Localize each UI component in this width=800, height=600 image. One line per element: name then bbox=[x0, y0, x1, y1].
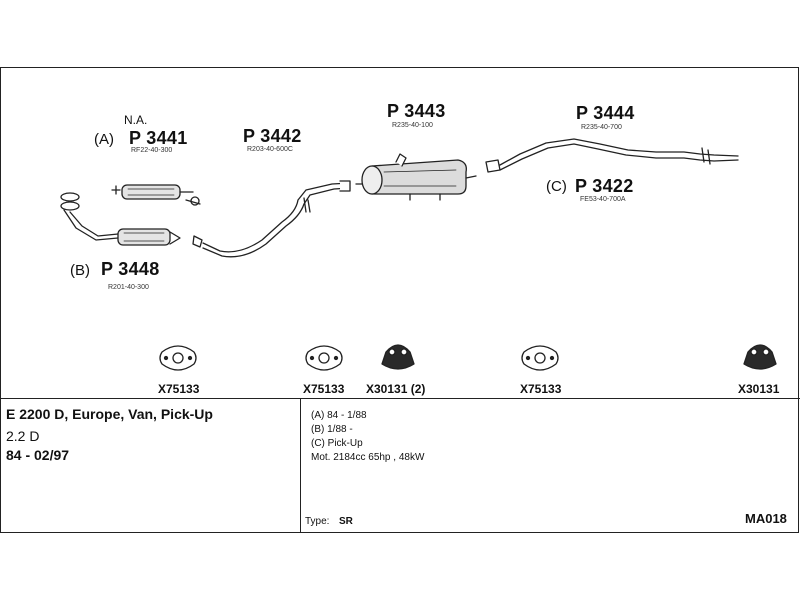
note-b: (B) 1/88 - bbox=[311, 424, 353, 435]
divider-horizontal bbox=[0, 398, 800, 399]
divider-vertical bbox=[300, 399, 301, 532]
part-p3448-variant: (B) bbox=[70, 262, 90, 279]
part-p3441-code: RF22-40-300 bbox=[131, 147, 173, 154]
note-c: (C) Pick-Up bbox=[311, 438, 363, 449]
reference-code: MA018 bbox=[745, 511, 787, 526]
part-p3422-number: P 3422 bbox=[575, 176, 634, 196]
vehicle-model: E 2200 D, Europe, Van, Pick-Up bbox=[6, 406, 213, 422]
part-p3442-code: R203-40-600C bbox=[247, 146, 293, 153]
vehicle-engine: 2.2 D bbox=[6, 428, 40, 444]
part-p3444-code: R235-40-700 bbox=[581, 124, 622, 131]
hardware-label: X75133 bbox=[158, 382, 200, 396]
type-label: Type: bbox=[305, 516, 330, 527]
part-p3442-number: P 3442 bbox=[243, 126, 302, 146]
part-p3441-note: N.A. bbox=[124, 113, 148, 127]
part-p3443-code: R235-40-100 bbox=[392, 122, 433, 129]
part-p3448-code: R201-40-300 bbox=[108, 284, 149, 291]
part-p3448-front-pipe bbox=[60, 192, 181, 246]
gasket-icon-1 bbox=[159, 345, 197, 371]
gasket-icon-2 bbox=[305, 345, 343, 371]
part-p3448-number: P 3448 bbox=[101, 259, 160, 279]
vehicle-years: 84 - 02/97 bbox=[6, 447, 70, 463]
note-a: (A) 84 - 1/88 bbox=[311, 410, 367, 421]
type-value: SR bbox=[339, 516, 353, 527]
hardware-label: X30131 (2) bbox=[366, 382, 426, 396]
part-p3444-tail-pipe bbox=[485, 138, 739, 173]
part-p3444-number: P 3444 bbox=[576, 103, 635, 123]
part-p3422-code: FE53-40-700A bbox=[580, 196, 626, 203]
note-motor: Mot. 2184cc 65hp , 48kW bbox=[311, 452, 425, 463]
hardware-label: X75133 bbox=[520, 382, 562, 396]
part-p3441-number: P 3441 bbox=[129, 128, 188, 148]
rubber-hanger-icon-1 bbox=[381, 344, 415, 370]
hardware-label: X30131 bbox=[738, 382, 780, 396]
part-p3442-intermediate-pipe bbox=[192, 180, 351, 258]
part-p3441-variant: (A) bbox=[94, 131, 114, 148]
part-p3441-silencer bbox=[111, 184, 201, 206]
part-p3443-silencer bbox=[355, 153, 477, 201]
rubber-hanger-icon-2 bbox=[743, 344, 777, 370]
diagram-frame bbox=[0, 67, 799, 533]
part-p3422-variant: (C) bbox=[546, 178, 567, 195]
part-p3443-number: P 3443 bbox=[387, 101, 446, 121]
gasket-icon-3 bbox=[521, 345, 559, 371]
hardware-label: X75133 bbox=[303, 382, 345, 396]
